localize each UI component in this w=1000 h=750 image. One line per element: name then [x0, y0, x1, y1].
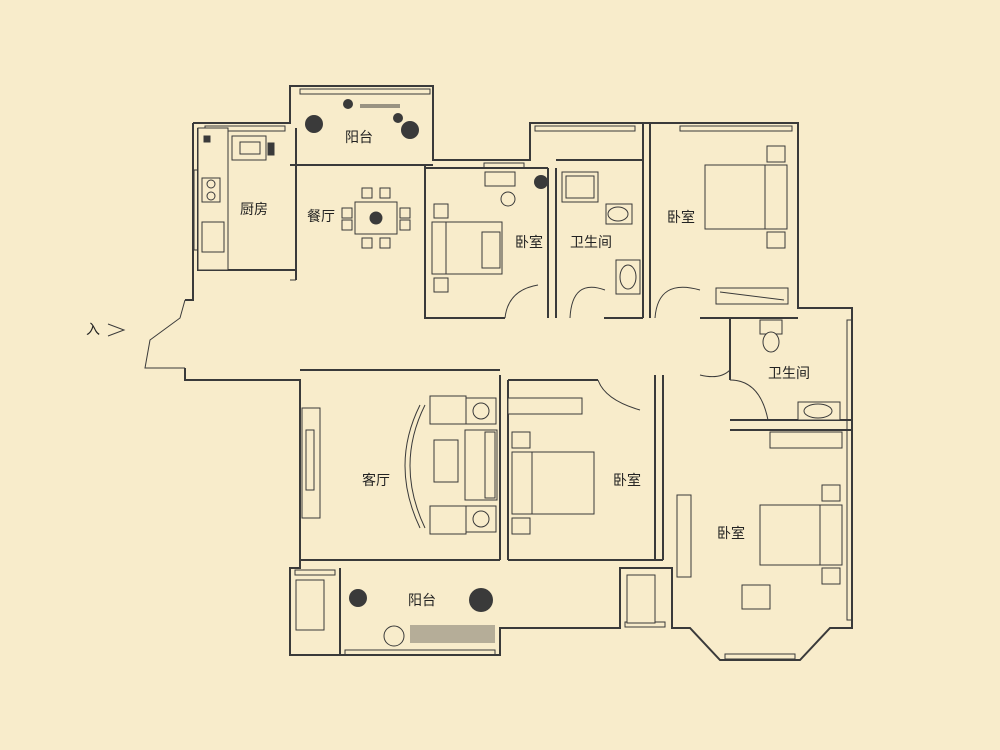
- entrance-text: 入: [86, 322, 100, 338]
- living-room-furniture: [301, 395, 498, 535]
- label-kitchen: 厨房: [240, 202, 268, 218]
- label-bedroom-right: 卧室: [717, 525, 745, 542]
- label-balcony-top: 阳台: [345, 130, 373, 146]
- label-bedroom-top-right: 卧室: [667, 209, 695, 226]
- label-bathroom-right: 卫生间: [768, 366, 810, 382]
- label-dining: 餐厅: [307, 209, 335, 225]
- dining-table: [341, 187, 411, 249]
- bed-top-left: [431, 171, 548, 293]
- kitchen-fixtures: [197, 127, 275, 271]
- windows: [193, 88, 853, 660]
- bed-right: [676, 484, 843, 610]
- balcony-bottom-plants: [295, 574, 656, 647]
- interior-walls: [290, 123, 852, 655]
- label-bedroom-top-left: 卧室: [515, 234, 543, 251]
- label-living: 客厅: [362, 472, 390, 489]
- bathroom-right-fixtures: [759, 319, 843, 449]
- label-bathroom-top: 卫生间: [570, 235, 612, 251]
- label-balcony-bottom: 阳台: [408, 593, 436, 609]
- bed-top-right: [704, 145, 789, 305]
- bathroom-top-fixtures: [561, 171, 641, 295]
- room-labels: 阳台 厨房 餐厅 卧室 卫生间 卧室 卫生间 客厅 卧室 卧室 阳台: [240, 130, 810, 609]
- bed-middle: [507, 397, 595, 535]
- balcony-top-plants: [305, 99, 419, 139]
- door-swings: [504, 284, 769, 421]
- entrance-marker: 入: [86, 322, 126, 338]
- label-bedroom-middle: 卧室: [613, 472, 641, 489]
